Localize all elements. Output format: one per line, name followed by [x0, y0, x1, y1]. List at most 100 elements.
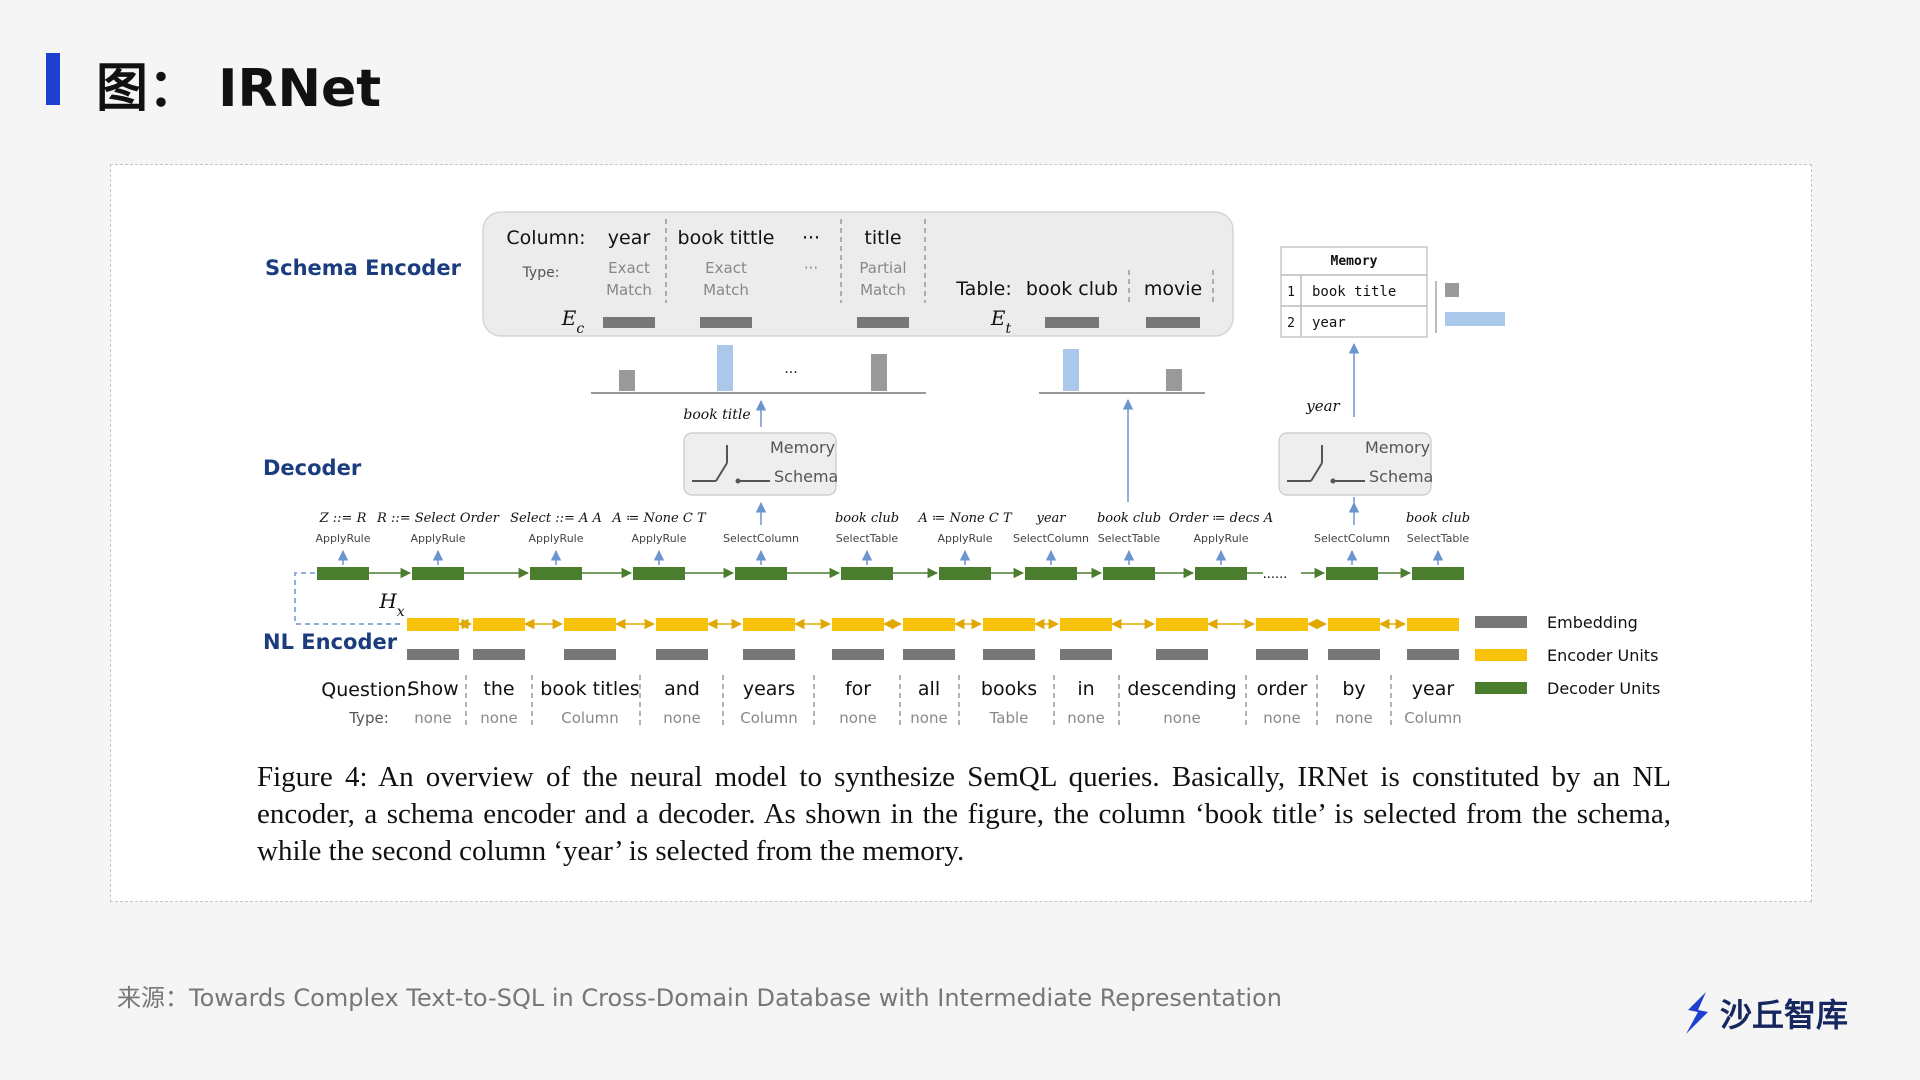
decoder-step-action: ApplyRule — [938, 532, 993, 545]
decoder-unit — [939, 567, 991, 580]
column-attention-bar — [717, 345, 733, 391]
switch-contact — [735, 478, 741, 484]
schema-column-label: Column: — [506, 227, 585, 249]
memory-row-value: year — [1312, 315, 1346, 331]
word-embedding — [473, 649, 525, 660]
decoder-step-action: SelectTable — [1407, 532, 1470, 545]
decoder-unit — [412, 567, 464, 580]
legend-label: Encoder Units — [1547, 646, 1658, 665]
column-attention-bar — [871, 354, 887, 391]
decoder-step-rule: A ≔ None C T — [917, 511, 1013, 526]
question-word: order — [1257, 678, 1308, 700]
question-word: descending — [1127, 678, 1236, 700]
hx-connector — [294, 572, 401, 625]
decoder-step-action: ApplyRule — [411, 532, 466, 545]
memory-table — [1280, 246, 1428, 338]
encoder-unit — [1156, 618, 1208, 631]
section-label-schema-encoder: Schema Encoder — [265, 256, 462, 280]
legend-swatch — [1475, 682, 1527, 694]
encoder-unit — [564, 618, 616, 631]
question-word-type: none — [1263, 709, 1300, 727]
decoder-unit — [317, 567, 369, 580]
schema-box — [482, 211, 1234, 337]
decoder-step-rule: Order ≔ decs A — [1169, 511, 1273, 526]
memory-attention-bar — [1445, 283, 1459, 297]
encoder-unit — [832, 618, 884, 631]
decoder-unit — [1412, 567, 1464, 580]
schema-column-type: Match — [606, 281, 652, 299]
word-embedding — [832, 649, 884, 660]
memory-table-header: Memory — [1331, 254, 1378, 269]
encoder-unit — [903, 618, 955, 631]
brand-name: 沙丘智库 — [1720, 996, 1849, 1034]
word-embedding — [1256, 649, 1308, 660]
question-word-type: none — [1067, 709, 1104, 727]
question-word-type: Table — [989, 709, 1029, 727]
question-word-type: none — [480, 709, 517, 727]
encoder-unit — [1407, 618, 1459, 631]
question-label: Question: — [321, 679, 412, 701]
encoder-unit — [983, 618, 1035, 631]
schema-column-name: book tittle — [678, 227, 775, 249]
question-word: books — [981, 678, 1037, 700]
word-embedding — [1328, 649, 1380, 660]
decoder-step-rule: book club — [835, 511, 899, 526]
schema-column-name: year — [608, 227, 651, 249]
brand: 沙丘智库 — [1680, 990, 1848, 1036]
question-word: Show — [407, 678, 458, 700]
schema-switch-box — [683, 432, 837, 496]
decoder-unit — [1326, 567, 1378, 580]
decoder-step-action: SelectTable — [1098, 532, 1161, 545]
decoder-step-action: ApplyRule — [1194, 532, 1249, 545]
word-embedding — [564, 649, 616, 660]
decoder-unit — [735, 567, 787, 580]
word-embedding — [1060, 649, 1112, 660]
word-embedding — [903, 649, 955, 660]
word-embedding — [983, 649, 1035, 660]
decoder-unit — [633, 567, 685, 580]
memory-row-index: 1 — [1287, 285, 1295, 300]
schema-column-type: Exact — [608, 259, 650, 277]
decoder-unit — [1195, 567, 1247, 580]
page-title: 图： IRNet — [96, 59, 382, 119]
question-word-type: Column — [1404, 709, 1461, 727]
memory-row-index: 2 — [1287, 316, 1295, 331]
memory-row-value: book title — [1312, 284, 1396, 300]
question-word: all — [918, 678, 940, 700]
encoder-unit — [1060, 618, 1112, 631]
hx-label: Hx — [378, 589, 404, 620]
selected-memory-label: year — [1305, 397, 1340, 415]
decoder-step-action: ApplyRule — [316, 532, 371, 545]
word-embedding — [656, 649, 708, 660]
decoder-step-rule: book club — [1406, 511, 1470, 526]
question-word: the — [483, 678, 514, 700]
question-word: years — [743, 678, 795, 700]
word-embedding — [743, 649, 795, 660]
schema-column-embedding — [603, 317, 655, 328]
legend-label: Embedding — [1547, 613, 1638, 632]
section-label-nl-encoder: NL Encoder — [263, 630, 398, 654]
legend-swatch — [1475, 616, 1527, 628]
decoder-step-rule: book club — [1097, 511, 1161, 526]
switch-wire — [1310, 462, 1323, 482]
legend-swatch — [1475, 649, 1527, 661]
selected-column-label: book title — [683, 407, 750, 423]
switch-memory-label: Memory — [1365, 438, 1430, 457]
schema-table-label: Table: — [955, 278, 1012, 300]
schema-table-embedding — [1045, 317, 1099, 328]
encoder-unit — [656, 618, 708, 631]
question-word: and — [664, 678, 700, 700]
question-word: book titles — [540, 678, 639, 700]
switch-wire — [715, 462, 728, 482]
decoder-step-rule: Z ::= R — [319, 511, 367, 526]
decoder-step-action: ApplyRule — [529, 532, 584, 545]
decoder-step-action: SelectColumn — [723, 532, 799, 545]
decoder-unit — [1103, 567, 1155, 580]
schema-column-type: Partial — [859, 259, 906, 277]
schema-table-embedding — [1146, 317, 1200, 328]
question-word-type: none — [414, 709, 451, 727]
question-word-type: none — [1335, 709, 1372, 727]
memory-switch-box — [1278, 432, 1432, 496]
word-embedding — [407, 649, 459, 660]
